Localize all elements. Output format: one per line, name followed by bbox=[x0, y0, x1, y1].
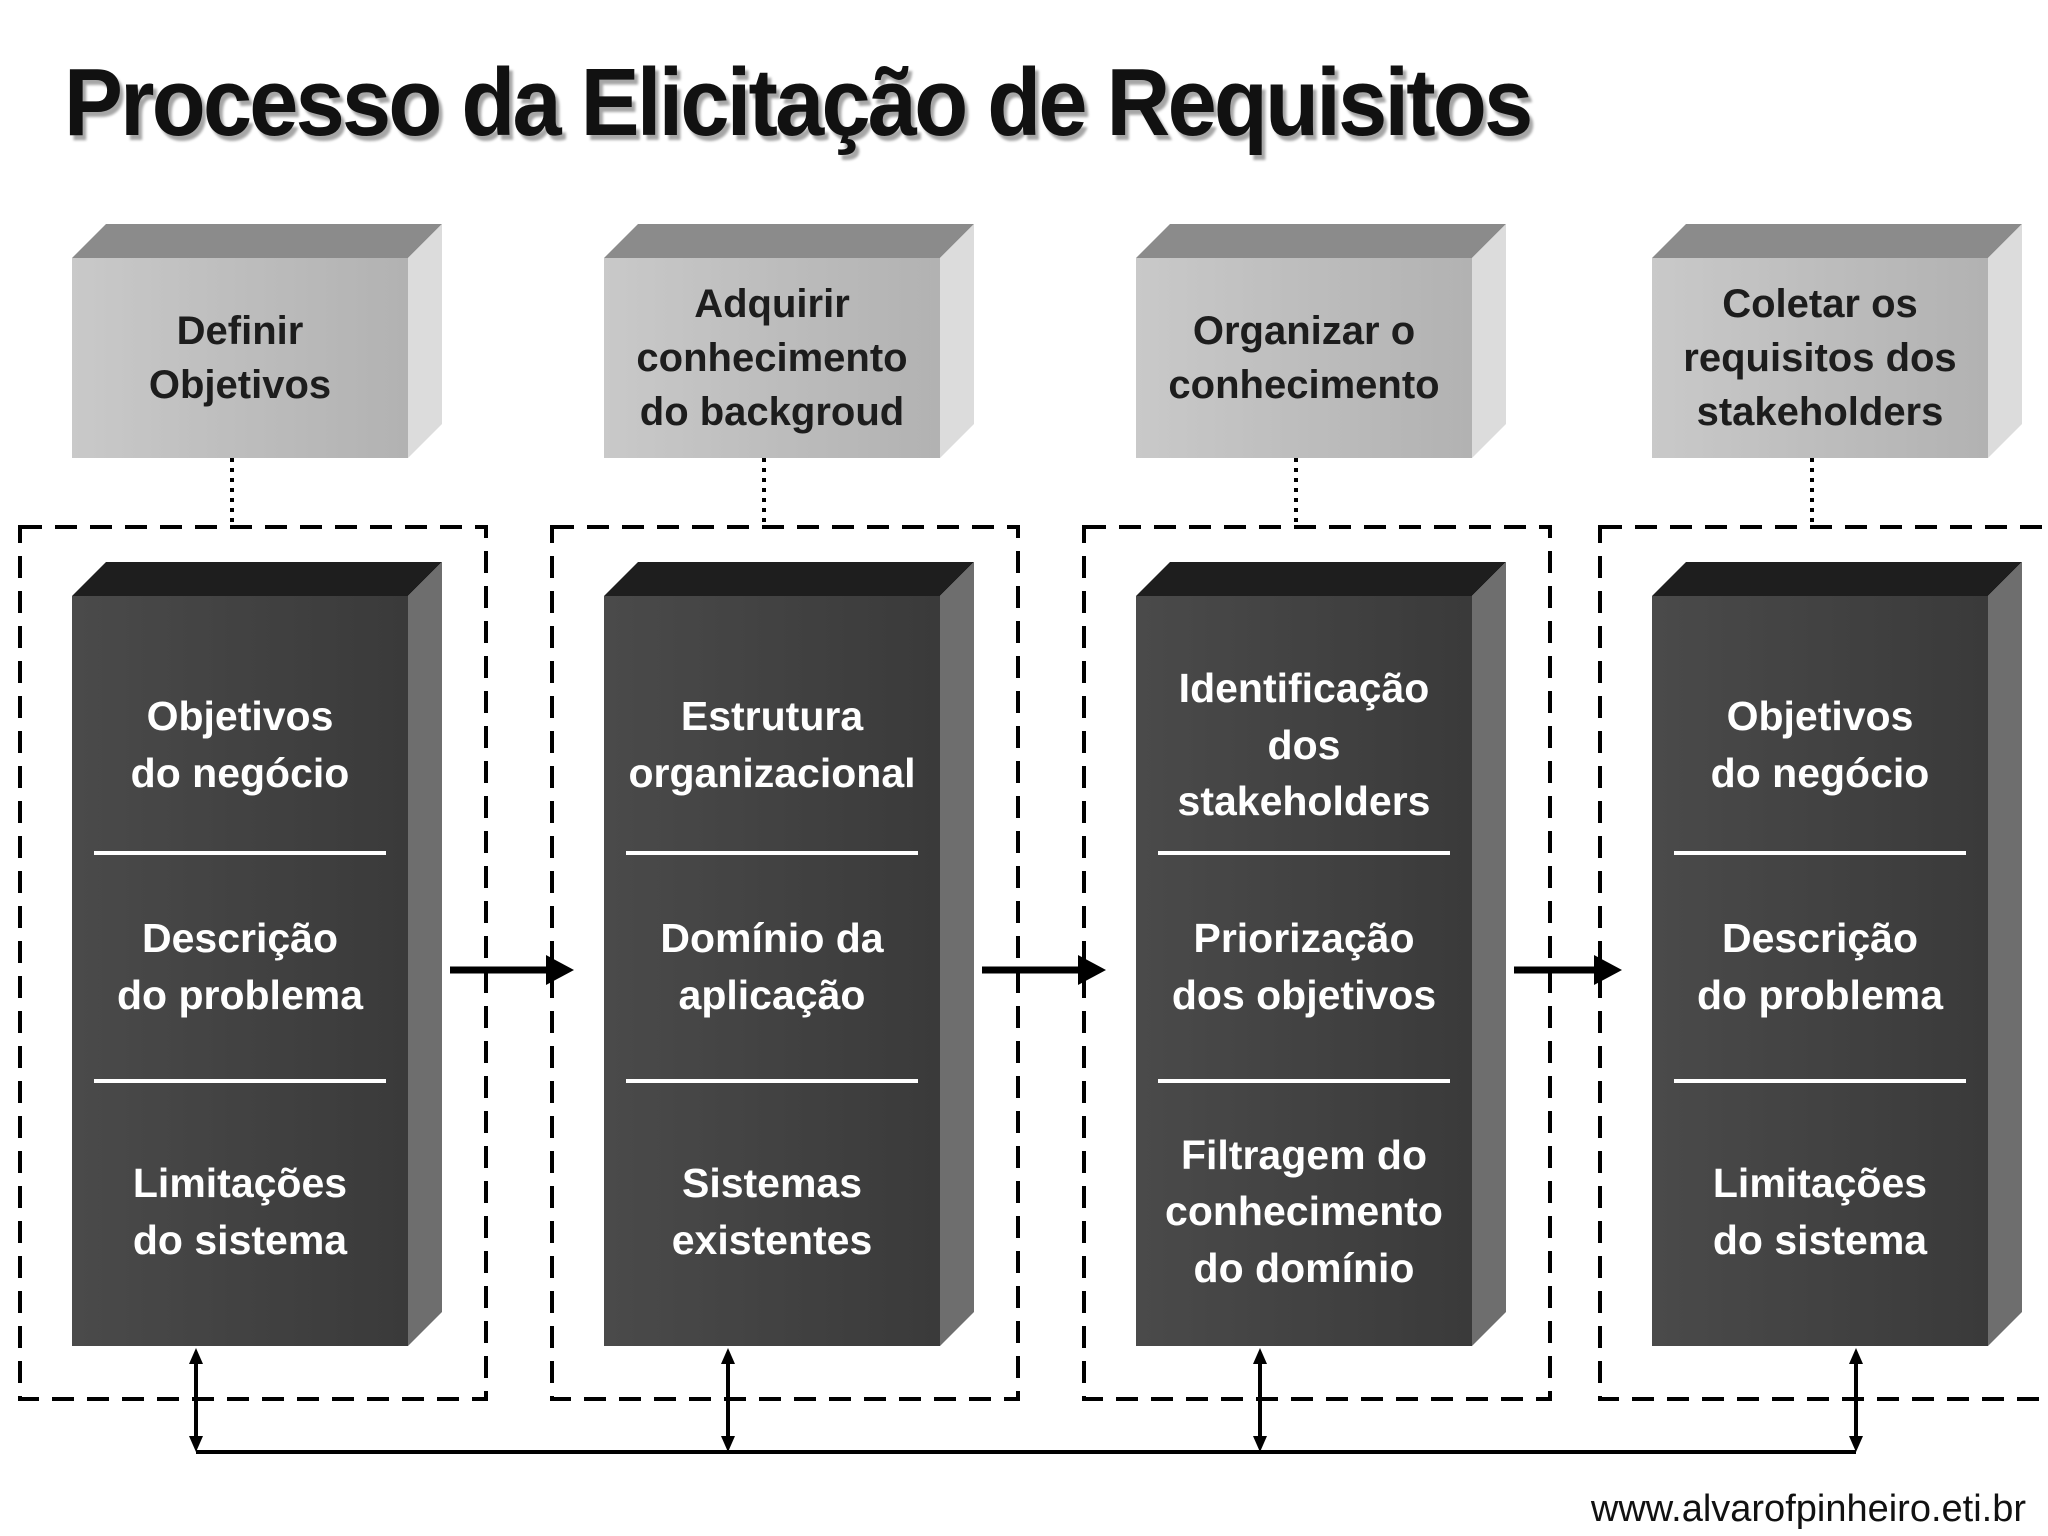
flow-arrowhead bbox=[546, 955, 574, 985]
stage-item-label: Objetivos do negócio bbox=[130, 693, 350, 796]
arrowhead-up bbox=[189, 1348, 203, 1364]
header-block-top-face bbox=[1136, 224, 1506, 258]
stage-item-label: Objetivos do negócio bbox=[1710, 693, 1930, 796]
arrowhead-up bbox=[721, 1348, 735, 1364]
header-block-side-face bbox=[1472, 224, 1506, 458]
header-block-side-face bbox=[940, 224, 974, 458]
arrowhead-up bbox=[1849, 1348, 1863, 1364]
stage-header-label: Definir Objetivos bbox=[148, 309, 332, 407]
stage-item-label: Descrição do problema bbox=[1696, 914, 1944, 1018]
stage-item-label: Sistemas existentes bbox=[671, 1159, 873, 1263]
content-block-front-face bbox=[1136, 596, 1472, 1346]
flow-arrowhead bbox=[1594, 955, 1622, 985]
stage-item-label: Identificação dos stakeholders bbox=[1177, 665, 1431, 825]
stage-item-label: Descrição do problema bbox=[116, 914, 364, 1018]
content-block-top-face bbox=[1136, 562, 1506, 596]
content-block-side-face bbox=[1988, 562, 2022, 1346]
stage-header-label: Coletar os requisitos dos stakeholders bbox=[1683, 282, 1957, 434]
header-block-front-face bbox=[1652, 258, 1988, 458]
stage-item-label: Filtragem do conhecimento do domínio bbox=[1165, 1131, 1443, 1291]
content-block-side-face bbox=[1472, 562, 1506, 1346]
header-block-side-face bbox=[408, 224, 442, 458]
page-title: Processo da Elicitação de Requisitos bbox=[64, 49, 1533, 156]
arrowhead-down bbox=[1849, 1436, 1863, 1452]
arrowhead-down bbox=[189, 1436, 203, 1452]
header-block-front-face bbox=[1136, 258, 1472, 458]
flow-arrowhead bbox=[1078, 955, 1106, 985]
content-block-top-face bbox=[604, 562, 974, 596]
content-block-front-face bbox=[72, 596, 408, 1346]
arrowhead-up bbox=[1253, 1348, 1267, 1364]
stage-header-label: Adquirir conhecimento do backgroud bbox=[636, 282, 908, 434]
footer-url: www.alvarofpinheiro.eti.br bbox=[1590, 1488, 2026, 1530]
content-block-front-face bbox=[1652, 596, 1988, 1346]
header-block-front-face bbox=[604, 258, 940, 458]
stage-item-label: Limitações do sistema bbox=[132, 1159, 348, 1263]
header-block-top-face bbox=[1652, 224, 2022, 258]
content-block-side-face bbox=[940, 562, 974, 1346]
header-block-top-face bbox=[72, 224, 442, 258]
stage-item-label: Estrutura organizacional bbox=[628, 693, 916, 796]
stage-header-label: Organizar o conhecimento bbox=[1168, 309, 1440, 407]
header-block-front-face bbox=[72, 258, 408, 458]
header-block-side-face bbox=[1988, 224, 2022, 458]
arrowhead-down bbox=[1253, 1436, 1267, 1452]
header-block-top-face bbox=[604, 224, 974, 258]
stage-item-label: Limitações do sistema bbox=[1712, 1159, 1928, 1263]
arrowhead-down bbox=[721, 1436, 735, 1452]
stage-item-label: Priorização dos objetivos bbox=[1171, 914, 1437, 1018]
content-block-front-face bbox=[604, 596, 940, 1346]
stage-dashed-frame bbox=[18, 525, 488, 1401]
content-block-top-face bbox=[1652, 562, 2022, 596]
content-block-side-face bbox=[408, 562, 442, 1346]
content-block-top-face bbox=[72, 562, 442, 596]
stage-item-label: Domínio da aplicação bbox=[660, 914, 884, 1018]
